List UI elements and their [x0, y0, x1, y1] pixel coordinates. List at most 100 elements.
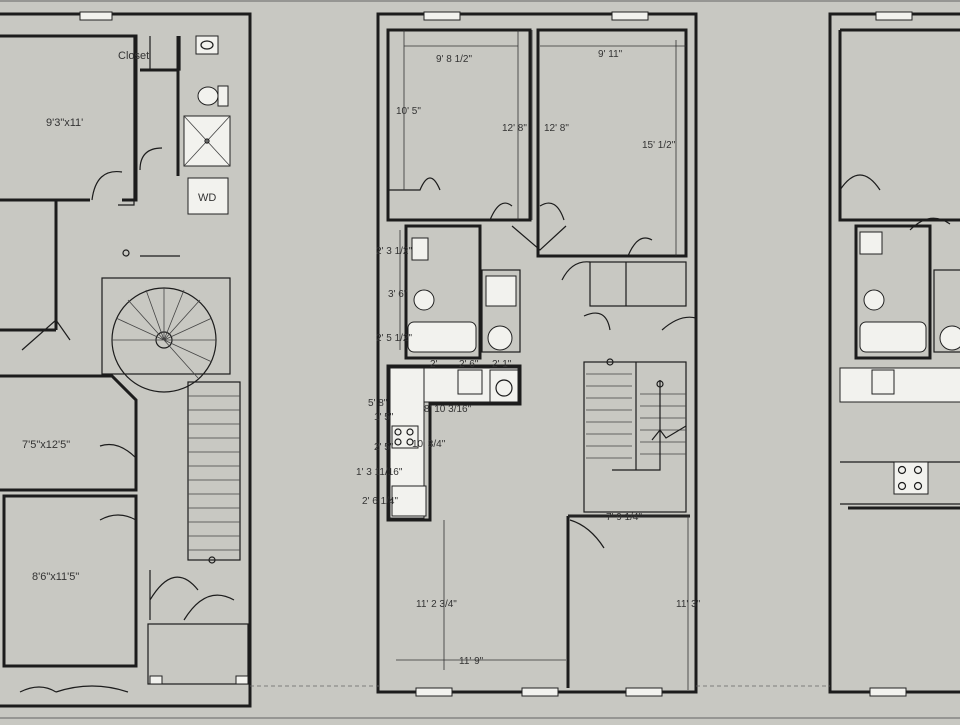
- left-vestibule: [147, 623, 249, 685]
- center-rear-depth: 11' 3": [676, 599, 701, 610]
- center-window-bottom-1: [415, 687, 453, 697]
- left-vestibule-fixture-a: [149, 675, 163, 685]
- center-hall-closets: [589, 261, 687, 307]
- left-bath-shower-x: [183, 115, 231, 167]
- right-window-top: [875, 11, 913, 21]
- left-closet-label: Closet: [118, 50, 149, 62]
- left-plan-outer-wall: [0, 12, 252, 708]
- left-bedroom-low-walls: [2, 494, 138, 668]
- right-bath-sink: [859, 231, 883, 255]
- center-bath-toilet: [413, 289, 435, 311]
- right-bedroom-walls: [838, 28, 960, 222]
- left-bedroom-mid-walls: [0, 374, 138, 492]
- center-hall-door-swings: [511, 225, 567, 251]
- center-room1-height: 12' 8": [502, 123, 527, 134]
- center-window-top-2: [611, 11, 649, 21]
- left-bedroom-top-wall: [0, 34, 138, 202]
- center-laundry-box: [481, 269, 521, 353]
- center-bedroom-dimension-lines: [403, 30, 686, 256]
- left-straight-stair-treads: [188, 395, 240, 551]
- right-bathroom: [854, 224, 932, 360]
- left-bedroom-mid-label: 7'5"x12'5": [22, 439, 70, 451]
- center-bedroom-2: [536, 28, 688, 258]
- left-entry-door-swing-2: [183, 594, 235, 621]
- center-window-bottom-3: [625, 687, 663, 697]
- left-bath-shower-drain: [204, 138, 210, 144]
- right-laundry-box: [933, 269, 960, 353]
- center-kitchen-counter: [386, 364, 522, 522]
- center-laundry-unit: [485, 275, 517, 307]
- center-room1-depth: 10' 5": [396, 106, 421, 117]
- center-kit-dim-a: 2': [430, 359, 438, 370]
- right-bedroom-closet: [839, 174, 881, 191]
- left-bedroom-mid-door-swing: [99, 443, 137, 459]
- center-bedroom-1: [386, 28, 532, 222]
- center-kitchen-dishwasher: [489, 369, 519, 403]
- left-spiral-stair: [111, 287, 217, 393]
- left-vestibule-fixture-b: [235, 675, 249, 685]
- center-bathroom: [404, 224, 482, 360]
- right-kitchen-stove-burners: [897, 465, 923, 491]
- right-kitchen-sink: [871, 369, 895, 395]
- left-bath-walls: [140, 36, 180, 176]
- left-spiral-stair-box: [101, 277, 231, 375]
- center-rear-door-swing: [569, 519, 605, 549]
- center-stair-post-2: [656, 380, 664, 388]
- left-washer-dryer: [187, 177, 229, 215]
- center-hall-door-swings-2: [561, 261, 697, 331]
- left-front-bay-windows: [19, 685, 129, 693]
- center-room2-depth: 15' 1/2": [642, 140, 676, 151]
- center-living-depth: 11' 2 3/4": [416, 599, 457, 610]
- left-bath-sink: [195, 35, 219, 55]
- center-stair-post-1: [606, 358, 614, 366]
- center-kitchen-sink: [457, 369, 483, 395]
- left-entry-door-swing: [149, 570, 199, 620]
- center-bath-dim-b: 3' 6": [388, 289, 408, 300]
- left-floor-plan: 9'3"x11' Closet WD 7'5"x12'5" 8'6"x11': [0, 11, 252, 708]
- center-bath-sink: [411, 237, 429, 261]
- center-kit-dim-c: 2' 1": [492, 359, 512, 370]
- center-living-dimension-lines: [396, 515, 690, 690]
- left-bedroom-top-label: 9'3"x11': [46, 117, 83, 129]
- left-bath-toilet: [197, 86, 219, 106]
- left-bath-toilet-tank: [217, 85, 229, 107]
- center-window-bottom-2: [521, 687, 559, 697]
- center-bedroom-door-swings: [489, 202, 565, 221]
- right-kitchen-stove: [893, 461, 929, 495]
- left-bedroom-low-door-swing: [99, 514, 137, 521]
- center-stair-well: [583, 361, 687, 513]
- center-bath-dim-a: 2' 3 1/2": [376, 246, 412, 257]
- center-kit-dim-e: 10' 3/4": [412, 439, 446, 450]
- center-kit-dim-g: 2' 6 1/4": [362, 496, 398, 507]
- left-window-top: [79, 11, 113, 21]
- right-bath-tub: [859, 321, 927, 353]
- center-living-width: 11' 9": [459, 656, 484, 667]
- center-bath-dim-c: 2' 5 1/2": [376, 333, 412, 344]
- left-hall-fixture: [122, 249, 130, 257]
- left-bedroom-low-label: 8'6"x11'5": [32, 571, 79, 583]
- center-kit-dim-b: 2' 6": [459, 359, 479, 370]
- center-kit-dim-f: 1' 3 11/16": [356, 467, 403, 478]
- left-hall-door-swing: [21, 319, 71, 351]
- left-washer-dryer-label: WD: [198, 192, 216, 204]
- left-hall-walls: [0, 200, 58, 332]
- center-kit-dim-d: 2' 5": [374, 442, 394, 453]
- center-stair-treads: [586, 362, 687, 471]
- center-hall-width: 7' 9 1/4": [606, 512, 642, 523]
- center-kit-side-b: 1' 5": [374, 412, 394, 423]
- center-floor-plan: 9' 8 1/2" 9' 11" 10' 5" 12' 8" 12' 8" 15…: [356, 11, 701, 697]
- center-window-top-1: [423, 11, 461, 21]
- center-kitchen-dishwasher-circle: [495, 379, 513, 397]
- center-laundry-washer: [487, 325, 513, 351]
- center-kit-side-a: 5' 8": [368, 398, 388, 409]
- center-kitchen-stove: [391, 425, 419, 449]
- center-room1-width: 9' 8 1/2": [436, 54, 472, 65]
- center-room2-width: 9' 11": [598, 49, 623, 60]
- center-kit-length: 8' 10 3/16": [424, 404, 472, 415]
- left-bath-door-swing: [139, 147, 163, 171]
- right-window-bottom: [869, 687, 907, 697]
- center-bedroom-2-closet: [627, 237, 653, 257]
- center-bath-tub: [407, 321, 477, 353]
